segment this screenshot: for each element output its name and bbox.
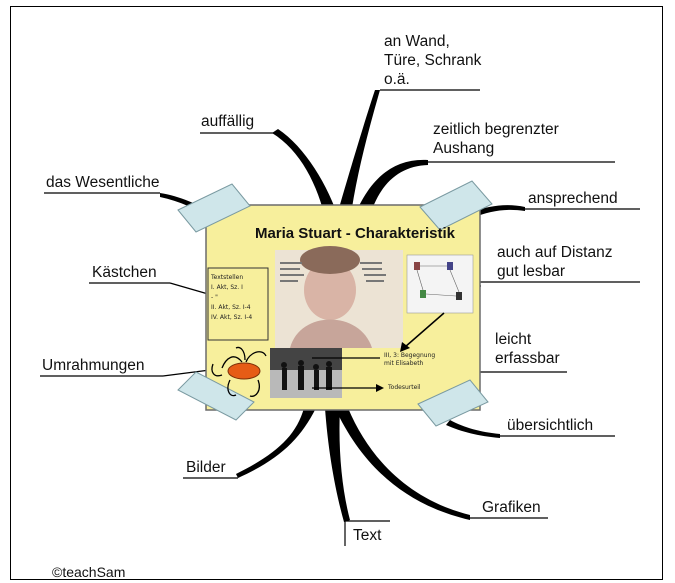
character-diagram-image — [406, 254, 474, 314]
label-text: Text — [353, 527, 382, 544]
label-an-wand-3: o.ä. — [384, 71, 410, 88]
tape-strips — [177, 180, 493, 427]
label-kaestchen: Kästchen — [92, 264, 157, 281]
poster-box-line-3: - " — [211, 294, 218, 301]
stage-photo — [270, 348, 342, 398]
label-ansprechend: ansprechend — [528, 190, 618, 207]
label-leicht-1: leicht — [495, 331, 532, 348]
label-an-wand-2: Türe, Schrank — [384, 52, 482, 69]
mind-map-doodle — [211, 346, 281, 397]
tape-bottom-left — [177, 371, 255, 421]
label-grafiken: Grafiken — [482, 499, 541, 516]
poster-title: Maria Stuart - Charakteristik — [254, 225, 456, 242]
tape-bottom-right — [417, 379, 489, 427]
portrait-image — [275, 246, 403, 348]
label-zeitlich-1: zeitlich begrenzter — [433, 121, 559, 138]
label-distanz-1: auch auf Distanz — [497, 244, 613, 261]
tape-top-left — [177, 183, 251, 233]
caption-arrowhead-2 — [376, 384, 384, 392]
label-leicht-2: erfassbar — [495, 350, 560, 367]
label-zeitlich-2: Aushang — [433, 140, 495, 157]
copyright-notice: ©teachSam — [52, 564, 126, 580]
poster-box-line-5: IV. Akt, Sz. I-4 — [211, 314, 253, 321]
label-auffaellig: auffällig — [201, 113, 255, 130]
branch-connector-lines — [40, 89, 640, 546]
poster-box-line-4: II. Akt, Sz. I-4 — [211, 304, 251, 311]
poster-text-box — [207, 267, 269, 341]
label-an-wand-1: an Wand, — [384, 33, 450, 50]
label-umrahmungen: Umrahmungen — [42, 357, 145, 374]
poster-caption-todesurteil: Todesurteil — [388, 384, 421, 391]
tape-top-right — [419, 180, 493, 231]
diagram-arrowhead — [400, 342, 410, 352]
label-bilder: Bilder — [186, 459, 226, 476]
label-distanz-2: gut lesbar — [497, 263, 566, 280]
diagram-arrow — [404, 312, 445, 348]
label-uebersichtlich: übersichtlich — [507, 417, 594, 434]
label-das-wesentliche: das Wesentliche — [46, 174, 160, 191]
poster-caption-begegnung: III, 3: Begegnung mit Elisabeth — [384, 352, 436, 367]
poster-box-line-1: Textstellen — [211, 274, 244, 281]
poster-box-line-2: I. Akt, Sz. I — [211, 284, 243, 291]
